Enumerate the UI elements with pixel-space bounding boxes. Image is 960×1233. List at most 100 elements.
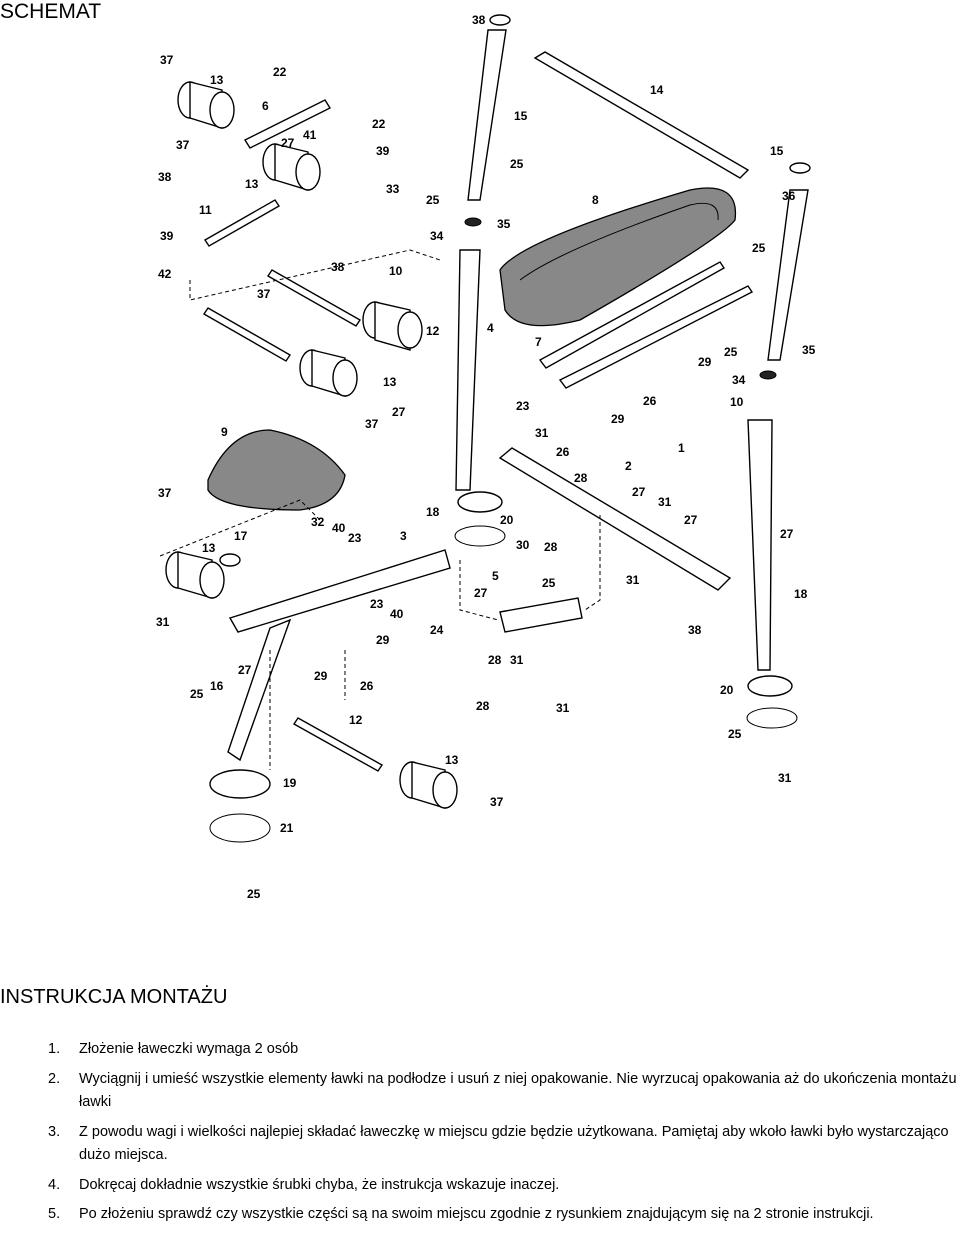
upright-post-4: [455, 249, 481, 491]
upright-post-1: [747, 419, 773, 671]
part-label: 40: [390, 607, 404, 621]
part-label: 27: [474, 586, 488, 600]
part-label: 31: [535, 426, 549, 440]
part-label: 23: [348, 531, 362, 545]
step-text: Złożenie ławeczki wymaga 2 osób: [79, 1041, 299, 1057]
part-label: 31: [658, 495, 672, 509]
list-item: 3. Z powodu wagi i wielkości najlepiej s…: [48, 1121, 958, 1168]
part-label: 38: [331, 260, 345, 274]
part-label: 20: [720, 683, 734, 697]
part-label: 42: [158, 267, 172, 281]
part-label: 27: [780, 527, 794, 541]
part-label: 13: [383, 375, 397, 389]
part-label: 37: [365, 417, 379, 431]
part-label: 6: [262, 99, 269, 113]
part-label: 12: [349, 713, 363, 727]
part-label: 16: [210, 679, 224, 693]
part-label: 17: [234, 529, 248, 543]
exploded-parts-diagram: 38 37 13 22 6 37 27 41 22 39 38 13 33 11…: [156, 13, 816, 901]
part-label: 25: [247, 887, 261, 901]
step-text: Z powodu wagi i wielkości najlepiej skła…: [79, 1123, 949, 1164]
part-label: 26: [556, 445, 570, 459]
part-label: 27: [238, 663, 252, 677]
end-cap-38-right: [789, 162, 811, 174]
rod-12-upper: [267, 269, 361, 327]
floor-pad-18-left: [457, 491, 503, 513]
list-item: 5. Po złożeniu sprawdź czy wszystkie czę…: [48, 1203, 958, 1227]
part-label: 15: [770, 144, 784, 158]
part-label: 28: [476, 699, 490, 713]
part-label: 25: [426, 193, 440, 207]
part-label: 39: [160, 229, 174, 243]
instructions-list: 1. Złożenie ławeczki wymaga 2 osób 2. Wy…: [48, 1038, 958, 1233]
part-label: 37: [176, 138, 190, 152]
rail-upper: [538, 261, 726, 369]
part-label: 37: [158, 486, 172, 500]
part-label: 25: [510, 157, 524, 171]
foam-roller-middle-1: [362, 301, 423, 351]
part-label: 25: [728, 727, 742, 741]
part-label: 22: [372, 117, 386, 131]
foam-roller-bottom: [399, 761, 458, 809]
part-label: 37: [257, 287, 271, 301]
part-label: 9: [221, 425, 228, 439]
backrest-pad-8: [499, 187, 737, 327]
step-text: Dokręcaj dokładnie wszystkie śrubki chyb…: [79, 1176, 560, 1193]
part-label: 29: [698, 355, 712, 369]
part-label: 14: [650, 83, 664, 97]
part-label: 29: [314, 669, 328, 683]
part-label: 23: [516, 399, 530, 413]
part-label: 22: [273, 65, 287, 79]
part-label: 32: [311, 515, 325, 529]
part-label: 37: [160, 53, 174, 67]
rod-12-lower: [203, 307, 291, 362]
step-number: 1.: [48, 1041, 61, 1057]
part-label: 13: [445, 753, 459, 767]
part-label: 39: [376, 144, 390, 158]
part-label: 15: [514, 109, 528, 123]
floor-ring-21: [209, 813, 271, 843]
part-label: 29: [611, 412, 625, 426]
part-label: 25: [190, 687, 204, 701]
part-label: 2: [625, 459, 632, 473]
tube-5: [499, 597, 583, 633]
part-label: 31: [510, 653, 524, 667]
part-label: 8: [592, 193, 599, 207]
step-text: Wyciągnij i umieść wszystkie elementy ła…: [79, 1070, 957, 1111]
foam-roller-top-left: [177, 81, 235, 129]
part-label: 25: [542, 576, 556, 590]
part-label: 27: [392, 405, 406, 419]
part-label: 31: [156, 615, 170, 629]
end-cap-38: [489, 14, 511, 26]
page-title: SCHEMAT: [0, 0, 102, 23]
foam-roller-middle-2: [299, 349, 358, 397]
part-label: 24: [430, 623, 444, 637]
part-label: 13: [202, 541, 216, 555]
list-item: 2. Wyciągnij i umieść wszystkie elementy…: [48, 1068, 958, 1115]
frame-2: [498, 447, 732, 591]
foam-roller-top-middle: [262, 143, 321, 191]
part-label: 31: [556, 701, 570, 715]
part-label: 31: [778, 771, 792, 785]
part-label: 27: [684, 513, 698, 527]
part-label: 40: [332, 521, 346, 535]
floor-pad-18-right: [747, 675, 793, 697]
part-label: 27: [281, 136, 295, 150]
part-label: 13: [210, 73, 224, 87]
part-label: 34: [430, 229, 444, 243]
part-label: 35: [497, 217, 511, 231]
part-label: 37: [490, 795, 504, 809]
part-label: 13: [245, 177, 259, 191]
part-label: 18: [794, 587, 808, 601]
rod-12-bottom: [292, 717, 384, 772]
part-label: 30: [516, 538, 530, 552]
part-label: 38: [688, 623, 702, 637]
rod-11: [204, 199, 280, 247]
instructions-title: INSTRUKCJA MONTAŻU: [0, 986, 228, 1008]
floor-pad-19: [209, 769, 271, 799]
part-label: 38: [158, 170, 172, 184]
part-labels: 38 37 13 22 6 37 27 41 22 39 38 13 33 11…: [156, 13, 816, 901]
step-number: 4.: [48, 1176, 61, 1193]
part-label: 3: [400, 529, 407, 543]
frame-3: [228, 549, 451, 633]
